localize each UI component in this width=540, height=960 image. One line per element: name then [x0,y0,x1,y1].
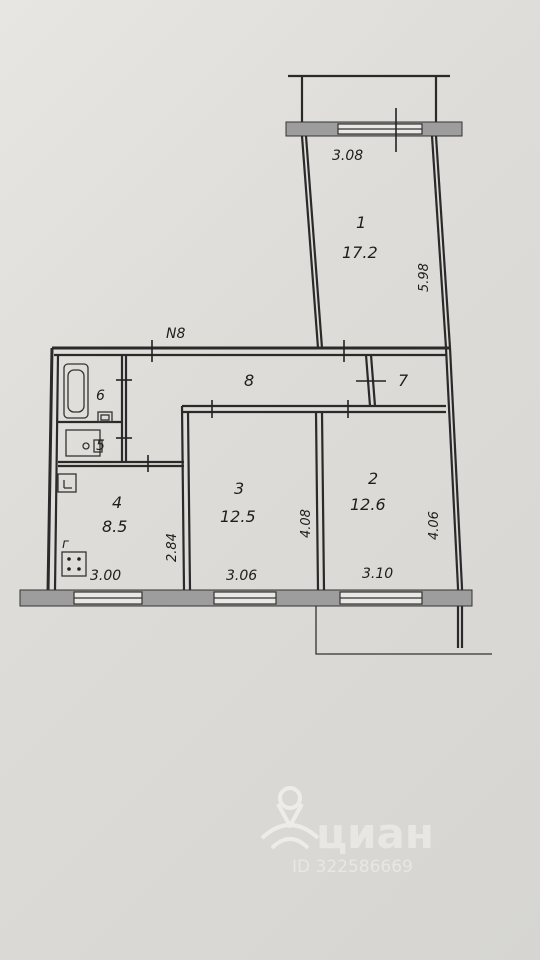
watermark-id: ID 322586669 [292,857,413,877]
balcony [285,74,463,152]
room-1-number: 1 [356,213,366,232]
room-1-walls [300,135,452,349]
room-5-number: 5 [96,438,105,454]
apartment-number: N8 [166,326,185,342]
plan-labels: N8 1 17.2 2 12.6 3 12.5 4 8.5 5 6 7 8 г … [62,148,442,584]
sink-icon [97,411,113,423]
interior-walls [58,354,446,591]
watermark: циан ID 322586669 [260,786,434,877]
room-2-width: 3.10 [362,566,393,582]
outer-walls [46,346,464,648]
toilet-icon [65,429,103,457]
room-3-depth: 4.08 [299,509,314,538]
stove-icon [61,551,87,577]
location-pin-icon [276,786,304,828]
kitchen-sink-icon [57,473,77,493]
room-4-number: 4 [112,493,122,512]
room-8-number: 8 [244,371,254,390]
room-3-area: 12.5 [220,507,256,526]
room-3-width: 3.06 [226,568,257,584]
room-2-depth: 4.06 [427,511,442,540]
room-2-number: 2 [368,469,378,488]
room-2-area: 12.6 [350,495,386,514]
room-7-number: 7 [398,371,409,390]
wifi-logo-icon [260,823,320,850]
room-1-area: 17.2 [342,243,378,262]
bathtub-icon [63,363,89,419]
room-4-area: 8.5 [102,517,127,536]
watermark-brand: циан [316,809,434,858]
room-4-depth: 2.84 [165,533,180,562]
balcony-width: 3.08 [332,148,363,164]
room-6-number: 6 [96,388,105,404]
room-3-number: 3 [234,479,244,498]
room-4-width: 3.00 [90,568,121,584]
room-1-length: 5.98 [417,263,432,292]
door-marks [116,340,386,472]
stove-label: г [62,537,69,552]
facade-wall [19,589,492,655]
